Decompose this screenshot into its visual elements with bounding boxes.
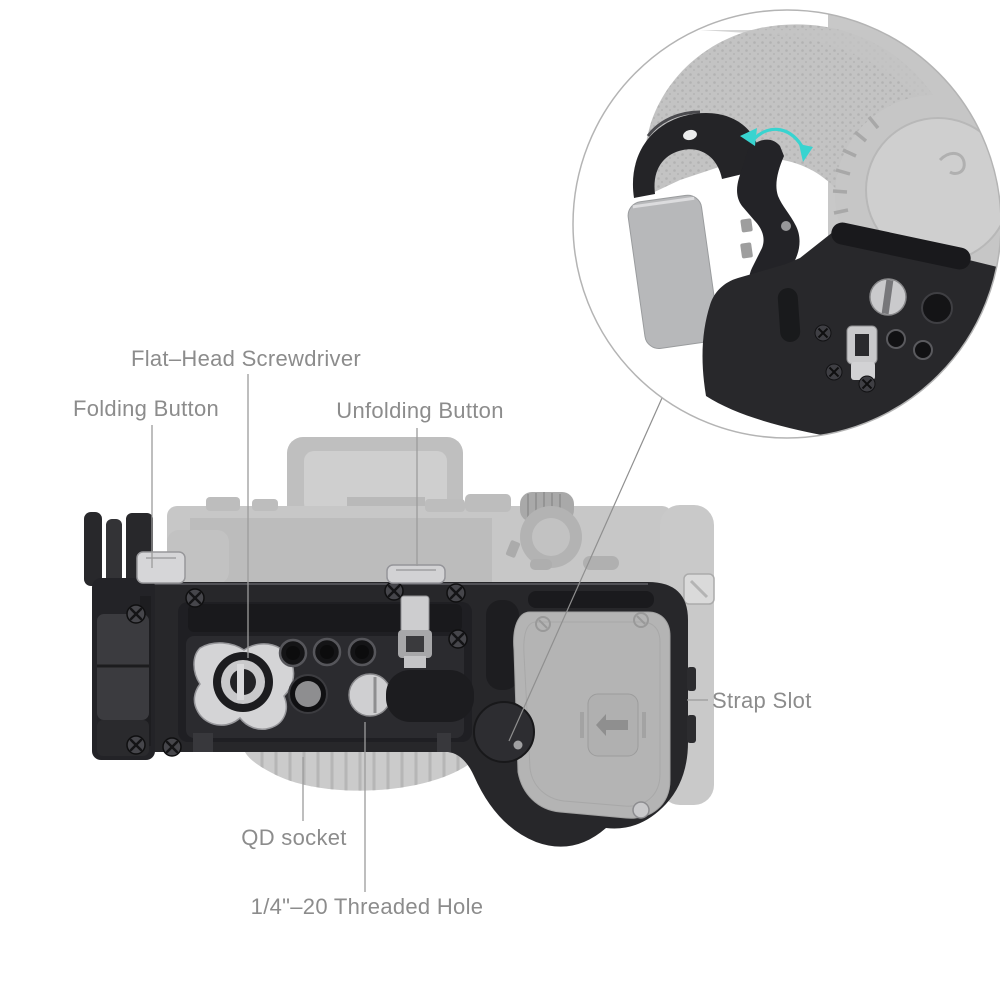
label-folding-button: Folding Button: [72, 396, 220, 421]
fold-direction-arrow-icon: [740, 127, 813, 162]
camera-back-panel: [190, 518, 492, 584]
battery-door: [513, 611, 671, 819]
plate-notch: [437, 733, 451, 752]
leader-lines: [151, 374, 708, 892]
flat-head-tip: [237, 664, 244, 700]
frame-top-slot: [528, 591, 654, 608]
label-flat-head-screwdriver: Flat–Head Screwdriver: [130, 346, 362, 371]
inset-threaded-hole: [913, 340, 933, 360]
inset-latch: [846, 325, 878, 380]
label-unfolding-button: Unfolding Button: [336, 398, 504, 423]
inset-port-mark: [740, 242, 753, 259]
inset-border: [572, 9, 1000, 439]
threaded-holes: [278, 637, 377, 668]
inset-threaded-hole: [886, 329, 906, 349]
camera-strap-lug: [683, 573, 715, 605]
inset-lens-cap-logo: [938, 152, 966, 176]
label-strap-slot: Strap Slot: [712, 688, 812, 713]
pivot-pin: [513, 740, 523, 750]
inset-lever-pivot: [781, 221, 791, 231]
camera-detail: [206, 497, 240, 511]
inset-hole: [921, 292, 953, 324]
lens-barrel: [245, 752, 472, 791]
camera-detail: [252, 499, 278, 511]
plate-notch: [193, 733, 213, 752]
inset-detail: [572, 9, 1000, 439]
folding-button: [136, 551, 186, 584]
quarter-inch-threaded-hole: [348, 673, 392, 717]
phillips-screws: [126, 581, 468, 757]
flat-head-screwdriver-tool: [193, 642, 295, 730]
unfolding-button: [386, 564, 446, 584]
door-latch: [580, 693, 646, 757]
fold-pivot: [473, 701, 535, 763]
door-screws: [535, 612, 649, 632]
inset-phillips-screws: [814, 324, 876, 393]
grip-pin: [632, 801, 650, 819]
inset-fold-lever: [737, 139, 800, 297]
inset-fold-arch: [632, 110, 760, 198]
label-quarter-20-hole: 1/4"–20 Threaded Hole: [250, 894, 484, 919]
frame-thumb-groove: [486, 600, 519, 690]
inset-port-mark: [740, 218, 753, 233]
side-plate-tab: [106, 519, 122, 585]
strap-slot-tab: [687, 667, 696, 691]
leader-inset: [508, 397, 663, 742]
label-qd-socket: QD socket: [241, 825, 347, 850]
lock-clip: [398, 595, 432, 668]
camera-dials: [505, 492, 619, 570]
strap-slot-tab: [687, 715, 696, 743]
camera-detail: [425, 499, 465, 512]
plate-recess: [386, 670, 474, 722]
inset-folded-plate: [627, 194, 719, 349]
l-bracket: [84, 512, 696, 847]
side-plate-tab: [84, 512, 102, 586]
hinge-column: [92, 578, 155, 760]
ghost-camera: [167, 437, 715, 805]
camera-detail: [465, 494, 511, 512]
plate-groove: [188, 604, 462, 632]
inset-arch-hole: [683, 129, 697, 141]
qd-socket: [288, 674, 328, 714]
